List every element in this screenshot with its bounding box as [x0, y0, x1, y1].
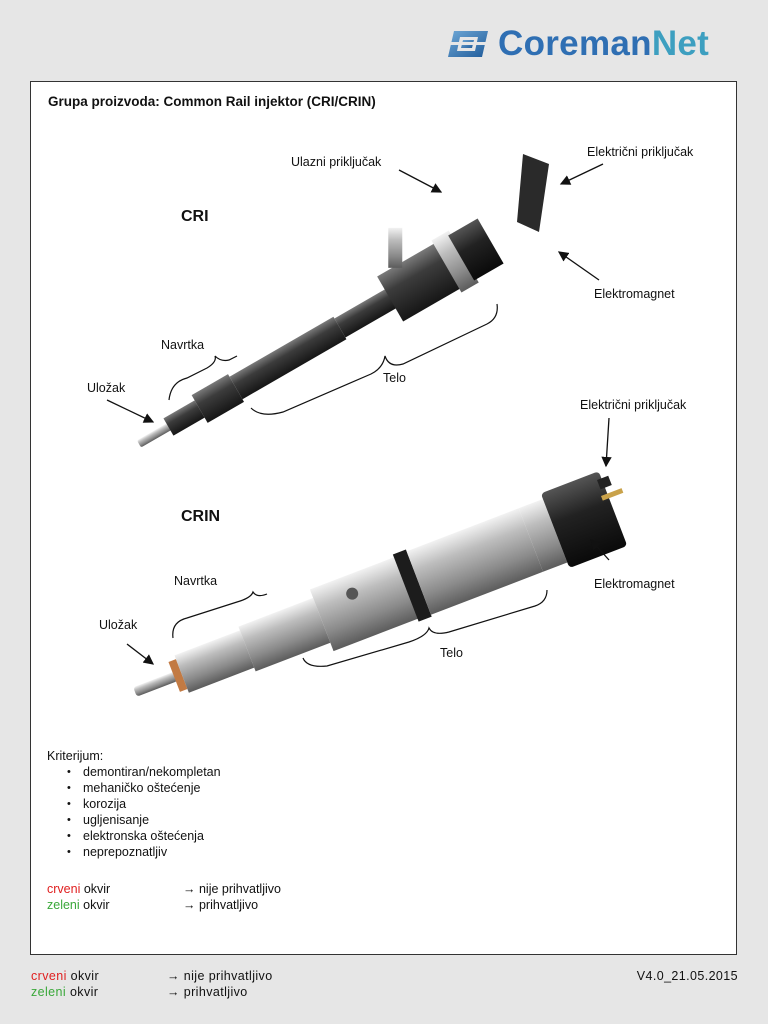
document-title: Grupa proizvoda: Common Rail injektor (C…	[48, 94, 376, 109]
legend-frame-word: okvir	[83, 882, 111, 896]
footer-frame-word: okvir	[70, 969, 100, 983]
footer-red-word: crveni	[31, 969, 67, 983]
criteria-heading: Kriterijum:	[47, 749, 104, 763]
legend-green-word: zeleni	[47, 898, 80, 912]
legend-red-result: → nije prihvatljivo	[183, 882, 281, 896]
crin-label-electrical: Električni priključak	[580, 398, 687, 412]
cri-label-nut: Navrtka	[161, 338, 205, 352]
cri-heading: CRI	[181, 208, 209, 225]
cri-label-solenoid: Elektromagnet	[594, 287, 675, 301]
cri-label-nozzle: Uložak	[87, 381, 126, 395]
footer-green-word: zeleni	[31, 985, 67, 999]
logo-wordmark: CoremanNet	[498, 24, 709, 64]
logo-word-core: Coreman	[498, 24, 652, 63]
crin-label-nut: Navrtka	[174, 574, 218, 588]
legend-green-result: → prihvatljivo	[183, 898, 259, 912]
list-item: demontiran/nekompletan	[67, 764, 221, 780]
list-item: neprepoznatljiv	[67, 844, 221, 860]
criteria-section: Kriterijum: demontiran/nekompletan mehan…	[47, 748, 221, 860]
cri-injector	[137, 218, 504, 447]
logo-mark-icon	[446, 31, 490, 57]
list-item: ugljenisanje	[67, 812, 221, 828]
cri-label-inlet: Ulazni priključak	[291, 155, 382, 169]
list-item: korozija	[67, 796, 221, 812]
list-item: mehaničko oštećenje	[67, 780, 221, 796]
corementnet-logo: CoremanNet	[444, 24, 709, 64]
list-item: elektronska oštećenja	[67, 828, 221, 844]
crin-label-nozzle: Uložak	[99, 618, 138, 632]
legend-green-row: zeleni okvir	[47, 898, 110, 912]
version-label: V4.0_21.05.2015	[636, 969, 738, 983]
criteria-list: demontiran/nekompletan mehaničko oštećen…	[47, 764, 221, 860]
crin-injector	[134, 472, 627, 696]
crin-label-body: Telo	[440, 646, 463, 660]
cri-connector-plug	[517, 154, 549, 232]
cri-label-body: Telo	[383, 371, 406, 385]
crin-label-solenoid: Elektromagnet	[594, 577, 675, 591]
crin-heading: CRIN	[181, 508, 221, 525]
crin-pin-base	[597, 475, 612, 490]
footer-red-result: → nije prihvatljivo	[167, 969, 273, 983]
document-frame: Grupa proizvoda: Common Rail injektor (C…	[30, 81, 737, 955]
legend-red-row: crveni okvir	[47, 882, 110, 896]
injector-illustrations	[106, 154, 627, 696]
cri-label-electrical: Električni priključak	[587, 145, 694, 159]
legend-red-word: crveni	[47, 882, 81, 896]
crin-pin	[601, 488, 624, 501]
legend-frame-word: okvir	[83, 898, 110, 912]
footer-green-result: → prihvatljivo	[167, 985, 248, 999]
logo-word-net: Net	[651, 24, 710, 63]
footer-red-row: crveni okvir	[31, 969, 99, 983]
footer-green-row: zeleni okvir	[31, 985, 98, 999]
footer-frame-word: okvir	[69, 985, 99, 999]
